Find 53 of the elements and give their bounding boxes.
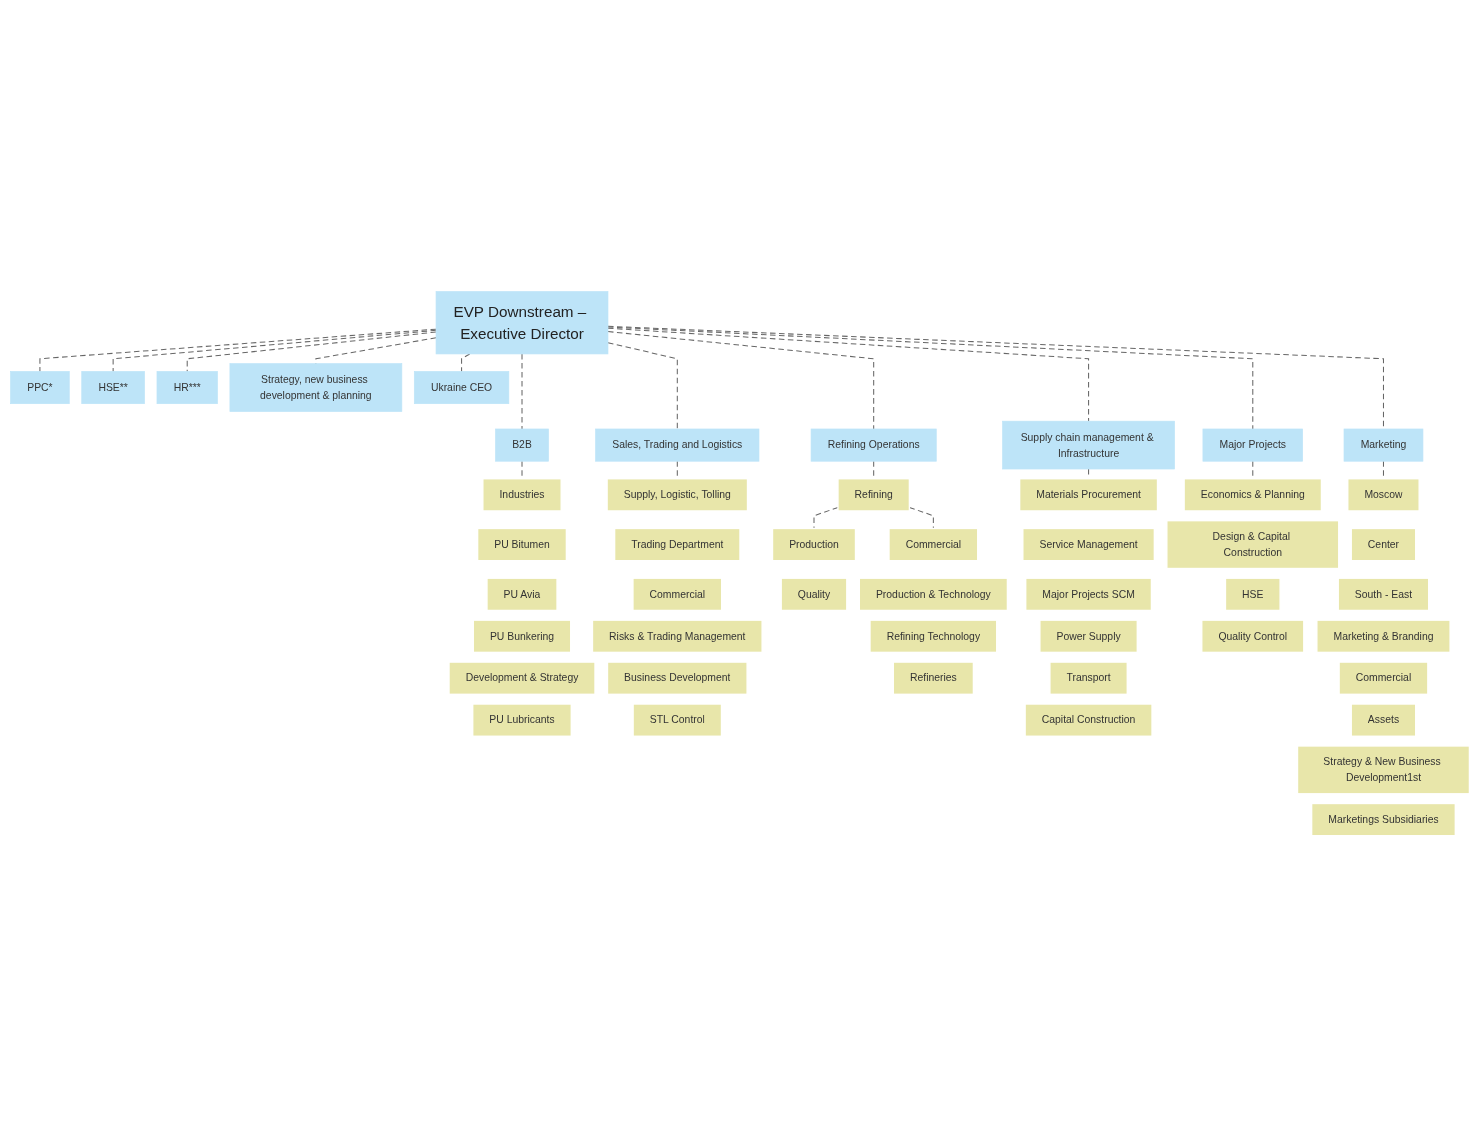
node-box: Commercial xyxy=(888,527,979,562)
connector xyxy=(521,353,523,430)
node-box: PU Bitumen xyxy=(476,527,568,562)
node-box: Refining Operations xyxy=(810,428,937,462)
node-box: Production & Technology xyxy=(858,577,1009,611)
node-box: HR*** xyxy=(156,370,218,404)
node-box: Moscow xyxy=(1347,477,1420,512)
node-box: Strategy & New Business Development1st xyxy=(1296,745,1471,795)
node-box: Industries xyxy=(482,477,562,512)
connector xyxy=(112,329,437,372)
node-box: Materials Procurement xyxy=(1018,477,1159,512)
node-box: Quality xyxy=(780,577,848,611)
node-box: Design & Capital Construction xyxy=(1166,519,1340,570)
node-box: Economics & Planning xyxy=(1183,477,1323,512)
node-box: Business Development xyxy=(606,661,748,695)
node-box: Capital Construction xyxy=(1024,703,1153,737)
node-box: Strategy, new business development & planning xyxy=(229,363,403,412)
node-box: Quality Control xyxy=(1201,619,1305,653)
node-box: Marketing & Branding xyxy=(1316,619,1451,653)
node-box: Service Management xyxy=(1022,527,1156,562)
node-box: Commercial xyxy=(632,577,723,611)
node-box: Supply chain management & Infrastructure xyxy=(1002,420,1175,470)
node-box: Development & Strategy xyxy=(448,661,596,695)
node-box: Major Projects SCM xyxy=(1025,577,1153,611)
node-box: Refining xyxy=(837,477,911,512)
node-box: Refineries xyxy=(892,661,975,695)
node-box: South - East xyxy=(1337,577,1430,611)
node-box: Transport xyxy=(1049,661,1128,695)
node-box: Marketing xyxy=(1343,428,1424,462)
node-box: Trading Department xyxy=(613,527,741,562)
node-box: PPC* xyxy=(10,370,70,404)
node-box: Marketings Subsidiaries xyxy=(1310,802,1456,837)
node-box: PU Bunkering xyxy=(472,619,572,653)
node-box: HSE** xyxy=(81,370,145,404)
node-box: HSE xyxy=(1224,577,1281,611)
node-box: STL Control xyxy=(632,703,723,737)
connector xyxy=(186,331,437,372)
node-box: Center xyxy=(1350,527,1417,562)
node-box: PU Avia xyxy=(486,577,558,611)
node-box: Production xyxy=(771,527,857,562)
node-box: Risks & Trading Management xyxy=(591,619,763,653)
node-box: PU Lubricants xyxy=(472,703,572,737)
node-box: Ukraine CEO xyxy=(413,370,510,404)
node-box: Refining Technology xyxy=(869,619,998,653)
node-box: EVP Downstream – Executive Director xyxy=(435,291,609,355)
node-box: B2B xyxy=(495,428,549,462)
node-box: Major Projects xyxy=(1202,428,1303,462)
node-box: Commercial xyxy=(1338,661,1429,695)
node-box: Power Supply xyxy=(1039,619,1138,653)
node-box: Sales, Trading and Logistics xyxy=(595,428,760,462)
connector xyxy=(39,328,437,372)
node-box: Supply, Logistic, Tolling xyxy=(606,477,749,512)
node-box: Assets xyxy=(1350,703,1417,737)
